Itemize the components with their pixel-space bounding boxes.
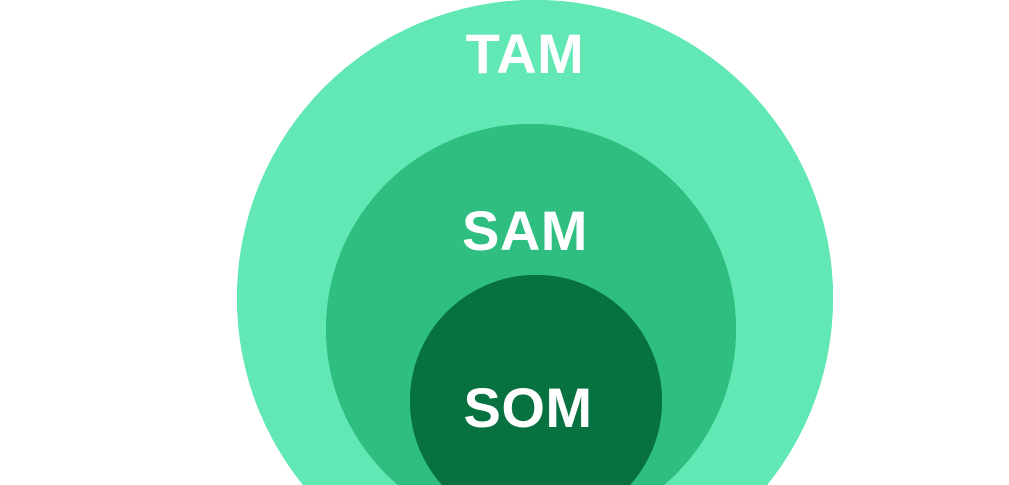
sam-label: SAM	[462, 199, 588, 262]
som-label: SOM	[463, 376, 592, 439]
tam-label: TAM	[466, 22, 585, 85]
som-circle-fill	[410, 275, 662, 485]
